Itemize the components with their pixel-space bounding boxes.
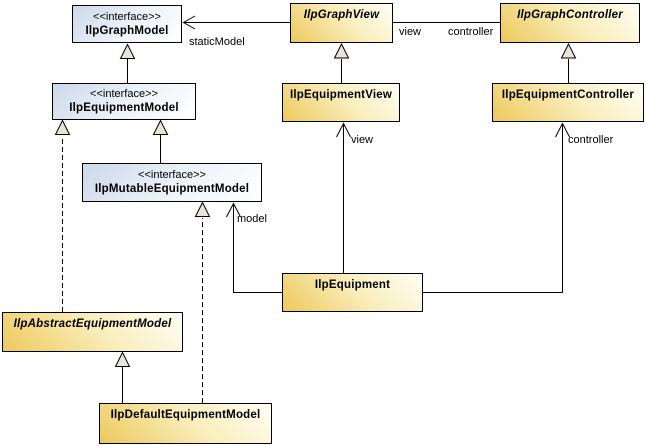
triangle-arrowhead xyxy=(119,43,136,59)
class-box-ilpequipmentmodel[interactable]: <<interface>> IlpEquipmentModel xyxy=(52,83,196,120)
class-box-ilpgraphview[interactable]: IlpGraphView xyxy=(290,3,393,43)
triangle-arrowhead xyxy=(333,42,350,59)
class-box-ilpequipmentcontroller[interactable]: IlpEquipmentController xyxy=(492,83,644,122)
triangle-arrowhead xyxy=(152,119,169,135)
stereotype-label: <<interface>> xyxy=(138,169,206,181)
class-name: IlpEquipmentController xyxy=(501,89,635,101)
edge-label-controller-top: controller xyxy=(448,26,494,38)
open-arrowhead xyxy=(336,122,351,138)
class-name: IlpAbstractEquipmentModel xyxy=(13,318,172,330)
class-box-ilpgraphcontroller[interactable]: IlpGraphController xyxy=(500,3,640,43)
class-name: IlpMutableEquipmentModel xyxy=(94,183,250,195)
class-box-ilpmutableequipmentmodel[interactable]: <<interface>> IlpMutableEquipmentModel xyxy=(82,163,262,202)
stereotype-label: <<interface>> xyxy=(90,88,158,100)
triangle-arrowhead xyxy=(114,351,131,367)
class-name: IlpEquipment xyxy=(314,279,391,291)
edge-label-staticmodel: staticModel xyxy=(189,36,245,48)
class-box-ilpabstractequipmentmodel[interactable]: IlpAbstractEquipmentModel xyxy=(2,312,183,352)
edge-label-view: view xyxy=(351,134,374,146)
open-arrowhead xyxy=(182,15,196,30)
class-name: IlpEquipmentModel xyxy=(69,102,179,114)
stereotype-label: <<interface>> xyxy=(93,10,161,23)
triangle-arrowhead xyxy=(194,201,211,217)
edge-controller-association xyxy=(423,124,563,293)
triangle-arrowhead xyxy=(54,119,71,135)
class-name: IlpEquipmentView xyxy=(289,89,393,101)
class-box-ilpequipment[interactable]: IlpEquipment xyxy=(282,273,423,312)
class-name: IlpDefaultEquipmentModel xyxy=(110,409,261,421)
class-box-ilpdefaultequipmentmodel[interactable]: IlpDefaultEquipmentModel xyxy=(99,403,272,444)
edge-label-view-top: view xyxy=(399,26,422,38)
edge-label-controller: controller xyxy=(568,134,614,146)
class-name: IlpGraphView xyxy=(303,9,380,21)
triangle-arrowhead xyxy=(560,42,577,59)
edge-label-model: model xyxy=(237,213,267,225)
class-name: IlpGraphController xyxy=(517,9,623,21)
class-name: IlpGraphModel xyxy=(85,24,169,37)
class-box-ilpequipmentview[interactable]: IlpEquipmentView xyxy=(282,83,400,122)
class-box-ilpgraphmodel[interactable]: <<interface>> IlpGraphModel xyxy=(72,5,182,43)
